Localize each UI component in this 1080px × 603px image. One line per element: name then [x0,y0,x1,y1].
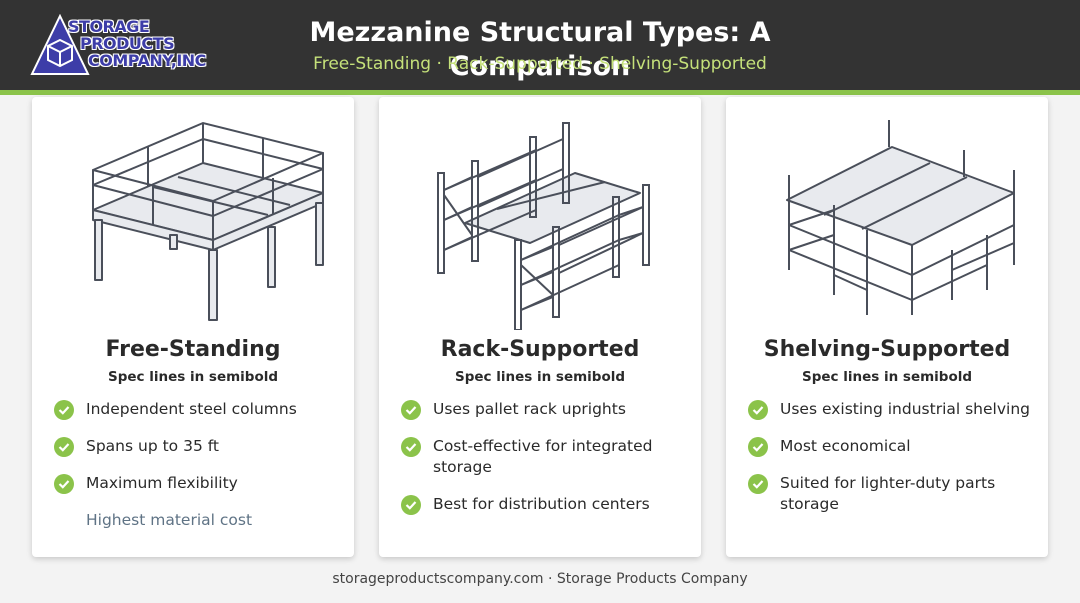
check-circle-icon [401,437,421,457]
feature-text: Maximum flexibility [86,474,238,492]
feature-item: Suited for lighter-duty parts storage [748,473,1038,515]
feature-list: Uses pallet rack uprights Cost-effective… [401,399,691,531]
check-circle-icon [54,437,74,457]
feature-item: Best for distribution centers [401,494,691,515]
page-title: Mezzanine Structural Types: A Comparison [309,17,771,82]
feature-text: Spans up to 35 ft [86,437,219,455]
feature-item: Independent steel columns [54,399,344,420]
rack-supported-mezzanine-icon [437,122,650,330]
feature-item: Spans up to 35 ft [54,436,344,457]
page-subtitle: Free-Standing · Rack-Supported · Shelvin… [313,54,767,74]
check-circle-icon [54,400,74,420]
logo-cube-icon [30,13,90,75]
logo-line-3: COMPANY,INC [88,51,206,70]
feature-text: Uses pallet rack uprights [433,400,626,418]
logo-wordmark: STORAGE PRODUCTS COMPANY,INC [68,18,206,69]
check-circle-icon [54,474,74,494]
company-logo: STORAGE PRODUCTS COMPANY,INC [30,13,215,78]
feature-text: Suited for lighter-duty parts storage [780,474,996,513]
feature-item: Uses existing industrial shelving [748,399,1038,420]
card-title: Rack-Supported [440,337,640,362]
card-title: Shelving-Supported [763,337,1011,362]
check-circle-icon [748,474,768,494]
card-spec: Spec lines in semibold [107,369,279,385]
free-standing-mezzanine-icon [92,121,324,321]
feature-item: Cost-effective for integrated storage [401,436,691,478]
feature-text: Uses existing industrial shelving [780,400,1030,418]
header-bar: STORAGE PRODUCTS COMPANY,INC Mezzanine S… [0,0,1080,90]
feature-item: Uses pallet rack uprights [401,399,691,420]
feature-item: Most economical [748,436,1038,457]
check-circle-icon [401,495,421,515]
feature-item: Maximum flexibility [54,473,344,494]
card-free-standing: Free-Standing Spec lines in semibold Ind… [32,97,354,557]
check-circle-icon [748,437,768,457]
check-circle-icon [748,400,768,420]
feature-list: Uses existing industrial shelving Most e… [748,399,1038,531]
shelving-supported-mezzanine-icon [786,120,1015,315]
check-circle-icon [401,400,421,420]
footer-text: storageproductscompany.com · Storage Pro… [332,571,748,587]
feature-list: Independent steel columns Spans up to 35… [54,399,344,531]
header-accent-stripe [0,90,1080,95]
feature-text: Most economical [780,437,911,455]
card-spec: Spec lines in semibold [801,369,973,385]
logo-line-2: PRODUCTS [80,34,175,53]
muted-note: Highest material cost [86,511,253,529]
feature-text: Best for distribution centers [433,495,650,513]
feature-text: Cost-effective for integrated storage [433,437,653,476]
card-spec: Spec lines in semibold [454,369,626,385]
feature-text: Independent steel columns [86,400,297,418]
card-title: Free-Standing [105,337,281,362]
logo-line-1: STORAGE [68,17,150,36]
card-shelving-supported: Shelving-Supported Spec lines in semibol… [726,97,1048,557]
card-rack-supported: Rack-Supported Spec lines in semibold Us… [379,97,701,557]
